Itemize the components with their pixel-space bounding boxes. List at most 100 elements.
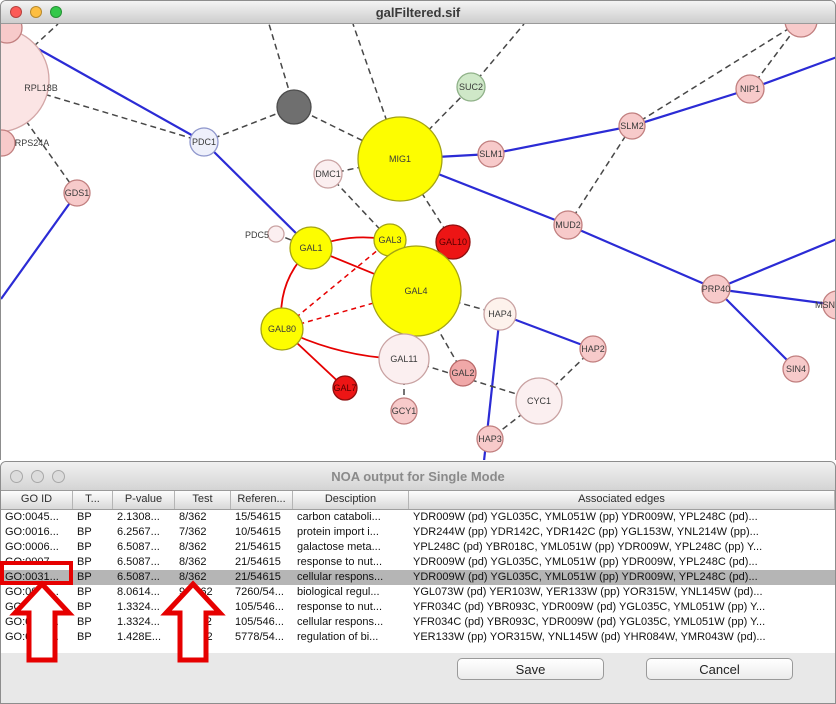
table-cell-type: BP (77, 526, 92, 538)
table-cell-description: protein import i... (297, 526, 379, 538)
network-node-gray1[interactable] (276, 89, 312, 125)
network-node-hap4[interactable] (483, 297, 517, 331)
node-label-cyc1: CYC1 (527, 396, 551, 406)
network-node-pdc1[interactable] (189, 127, 219, 157)
table-cell-associated-edges: YDR009W (pd) YGL035C, YML051W (pp) YDR00… (413, 556, 758, 568)
network-node-hap2[interactable] (579, 335, 607, 363)
minimize-button[interactable] (30, 6, 42, 18)
network-node-mig1[interactable] (357, 116, 443, 202)
close-button[interactable] (10, 6, 22, 18)
network-edge[interactable] (490, 124, 633, 156)
column-header-type[interactable]: T... (73, 491, 113, 509)
table-cell-description: response to nut... (297, 601, 382, 613)
column-header-reference[interactable]: Referen... (231, 491, 293, 509)
column-header-description[interactable]: Desciption (293, 491, 409, 509)
table-cell-go-id: GO:0007... (5, 556, 59, 568)
network-node-gal10[interactable] (435, 224, 471, 260)
node-label-gal2: GAL2 (451, 368, 474, 378)
network-node-gal11[interactable] (378, 333, 430, 385)
network-edge[interactable] (631, 24, 801, 127)
network-node-gcy1[interactable] (390, 397, 418, 425)
network-edge[interactable] (1, 192, 78, 300)
network-node-gal80[interactable] (260, 307, 304, 351)
zoom-button-inactive[interactable] (52, 469, 65, 483)
network-node-msn[interactable] (822, 290, 835, 320)
network-node-sin4[interactable] (782, 355, 810, 383)
traffic-lights (10, 1, 62, 23)
table-cell-associated-edges: YER133W (pp) YOR315W, YNL145W (pd) YHR08… (413, 631, 766, 643)
table-cell-test: 8/362 (179, 571, 207, 583)
network-edge[interactable] (567, 125, 633, 226)
node-label-gds1: GDS1 (65, 188, 90, 198)
network-node-topright[interactable] (784, 24, 818, 38)
table-cell-reference: 5778/54... (235, 631, 284, 643)
table-cell-reference: 21/54615 (235, 556, 281, 568)
save-button[interactable]: Save (457, 658, 604, 680)
column-header-p-value[interactable]: P-value (113, 491, 175, 509)
column-header-associated-edges[interactable]: Associated edges (409, 491, 835, 509)
window-title: NOA output for Single Mode (331, 468, 505, 484)
network-edge[interactable] (631, 87, 751, 128)
network-edge[interactable] (715, 287, 835, 306)
node-label-nip1: NIP1 (740, 84, 760, 94)
network-node-gds1[interactable] (63, 179, 91, 207)
network-node-slm1[interactable] (477, 140, 505, 168)
network-edge[interactable] (567, 223, 717, 291)
network-edge[interactable] (715, 288, 797, 370)
table-cell-associated-edges: YFR034C (pd) YBR093C, YDR009W (pd) YGL03… (413, 601, 766, 613)
network-node-corner[interactable] (1, 24, 23, 44)
network-node-gal1[interactable] (289, 226, 333, 270)
network-node-slm2[interactable] (618, 112, 646, 140)
table-cell-description: carbon cataboli... (297, 511, 381, 523)
network-edge[interactable] (203, 141, 312, 249)
network-edge[interactable] (399, 86, 472, 160)
column-header-test[interactable]: Test (175, 491, 231, 509)
network-node-dmc1[interactable] (313, 159, 343, 189)
network-node-gal7[interactable] (332, 375, 358, 401)
network-node-gal2[interactable] (449, 359, 477, 387)
node-label-hap4: HAP4 (488, 309, 512, 319)
network-edge[interactable] (715, 238, 835, 291)
network-node-prp40[interactable] (701, 274, 731, 304)
minimize-button-inactive[interactable] (31, 469, 44, 483)
node-label-gal10: GAL10 (439, 237, 467, 247)
node-label-sin4: SIN4 (786, 364, 806, 374)
cancel-button[interactable]: Cancel (646, 658, 793, 680)
network-node-hap3[interactable] (476, 425, 504, 453)
network-node-rpl18b[interactable] (1, 27, 50, 133)
node-label-gcy1: GCY1 (392, 406, 417, 416)
network-node-cyc1[interactable] (515, 377, 563, 425)
table-cell-reference: 21/54615 (235, 571, 281, 583)
table-cell-go-id: GO:0006... (5, 541, 59, 553)
table-cell-test: 8/362 (179, 556, 207, 568)
table-cell-type: BP (77, 556, 92, 568)
network-node-suc2[interactable] (456, 72, 486, 102)
node-label-msn: MSN (815, 300, 835, 310)
network-node-rps24a[interactable] (1, 129, 16, 157)
zoom-button[interactable] (50, 6, 62, 18)
network-node-pdc5[interactable] (267, 225, 285, 243)
noa-window-titlebar[interactable]: NOA output for Single Mode (1, 462, 835, 491)
close-button-inactive[interactable] (10, 469, 23, 483)
table-cell-test: 8/362 (179, 541, 207, 553)
network-node-mud2[interactable] (553, 210, 583, 240)
node-label-gal4: GAL4 (404, 286, 427, 296)
node-label-hap3: HAP3 (478, 434, 502, 444)
network-edge[interactable] (749, 56, 835, 91)
network-edge[interactable] (203, 106, 295, 143)
network-node-gal4[interactable] (370, 245, 462, 337)
network-node-nip1[interactable] (735, 74, 765, 104)
network-window-titlebar[interactable]: galFiltered.sif (1, 1, 835, 24)
column-header-go-id[interactable]: GO ID (1, 491, 73, 509)
